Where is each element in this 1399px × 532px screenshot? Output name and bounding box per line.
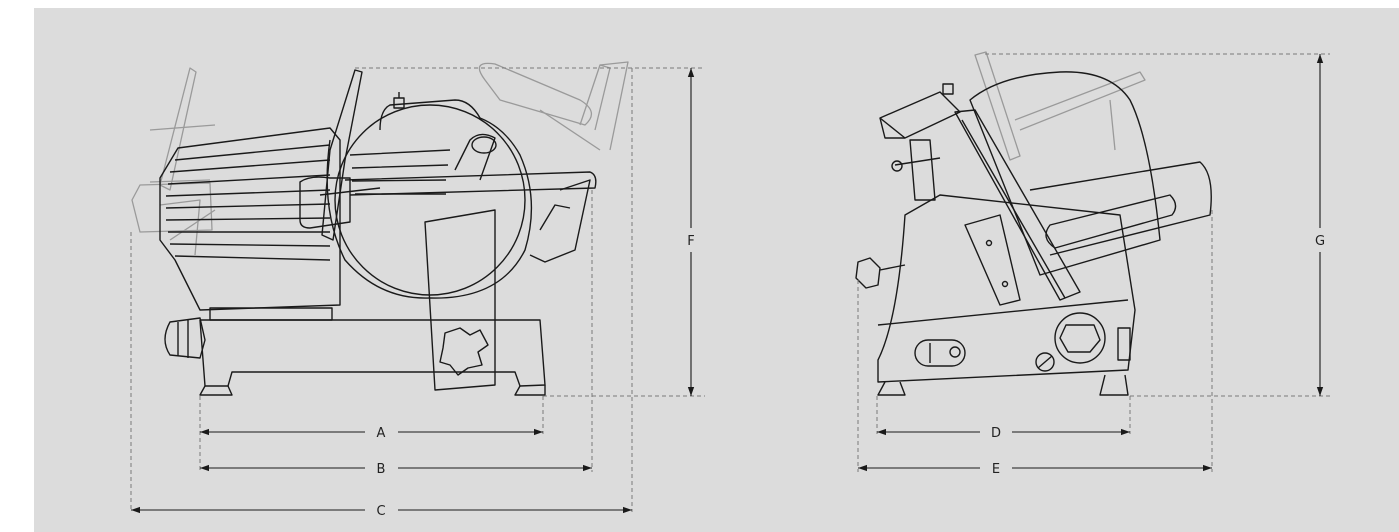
side-view-base [164, 317, 546, 396]
extension-lines [130, 53, 1330, 512]
side-view-motor-housing [159, 127, 341, 321]
drawing-background [34, 8, 1399, 532]
dimension-label-f: F [687, 234, 694, 249]
dimension-label-a: A [377, 426, 386, 441]
front-view [855, 51, 1212, 396]
dimension-lines [131, 54, 1324, 514]
side-view-carriage [299, 69, 597, 263]
front-view-carriage [879, 83, 961, 201]
side-view [131, 61, 629, 396]
side-view-support-arm [424, 209, 496, 391]
dimension-label-e: E [992, 462, 1000, 477]
front-view-controls [855, 257, 1131, 372]
dimension-label-d: D [991, 426, 1001, 441]
dimension-label-g: G [1315, 234, 1325, 249]
dimension-labels: A B C F D E G [376, 234, 1325, 519]
front-view-ghost-outline [974, 51, 1146, 161]
dimension-label-b: B [377, 462, 386, 477]
dimension-label-c: C [376, 504, 385, 519]
front-view-blade [954, 109, 1081, 306]
front-view-feet [877, 374, 1129, 396]
